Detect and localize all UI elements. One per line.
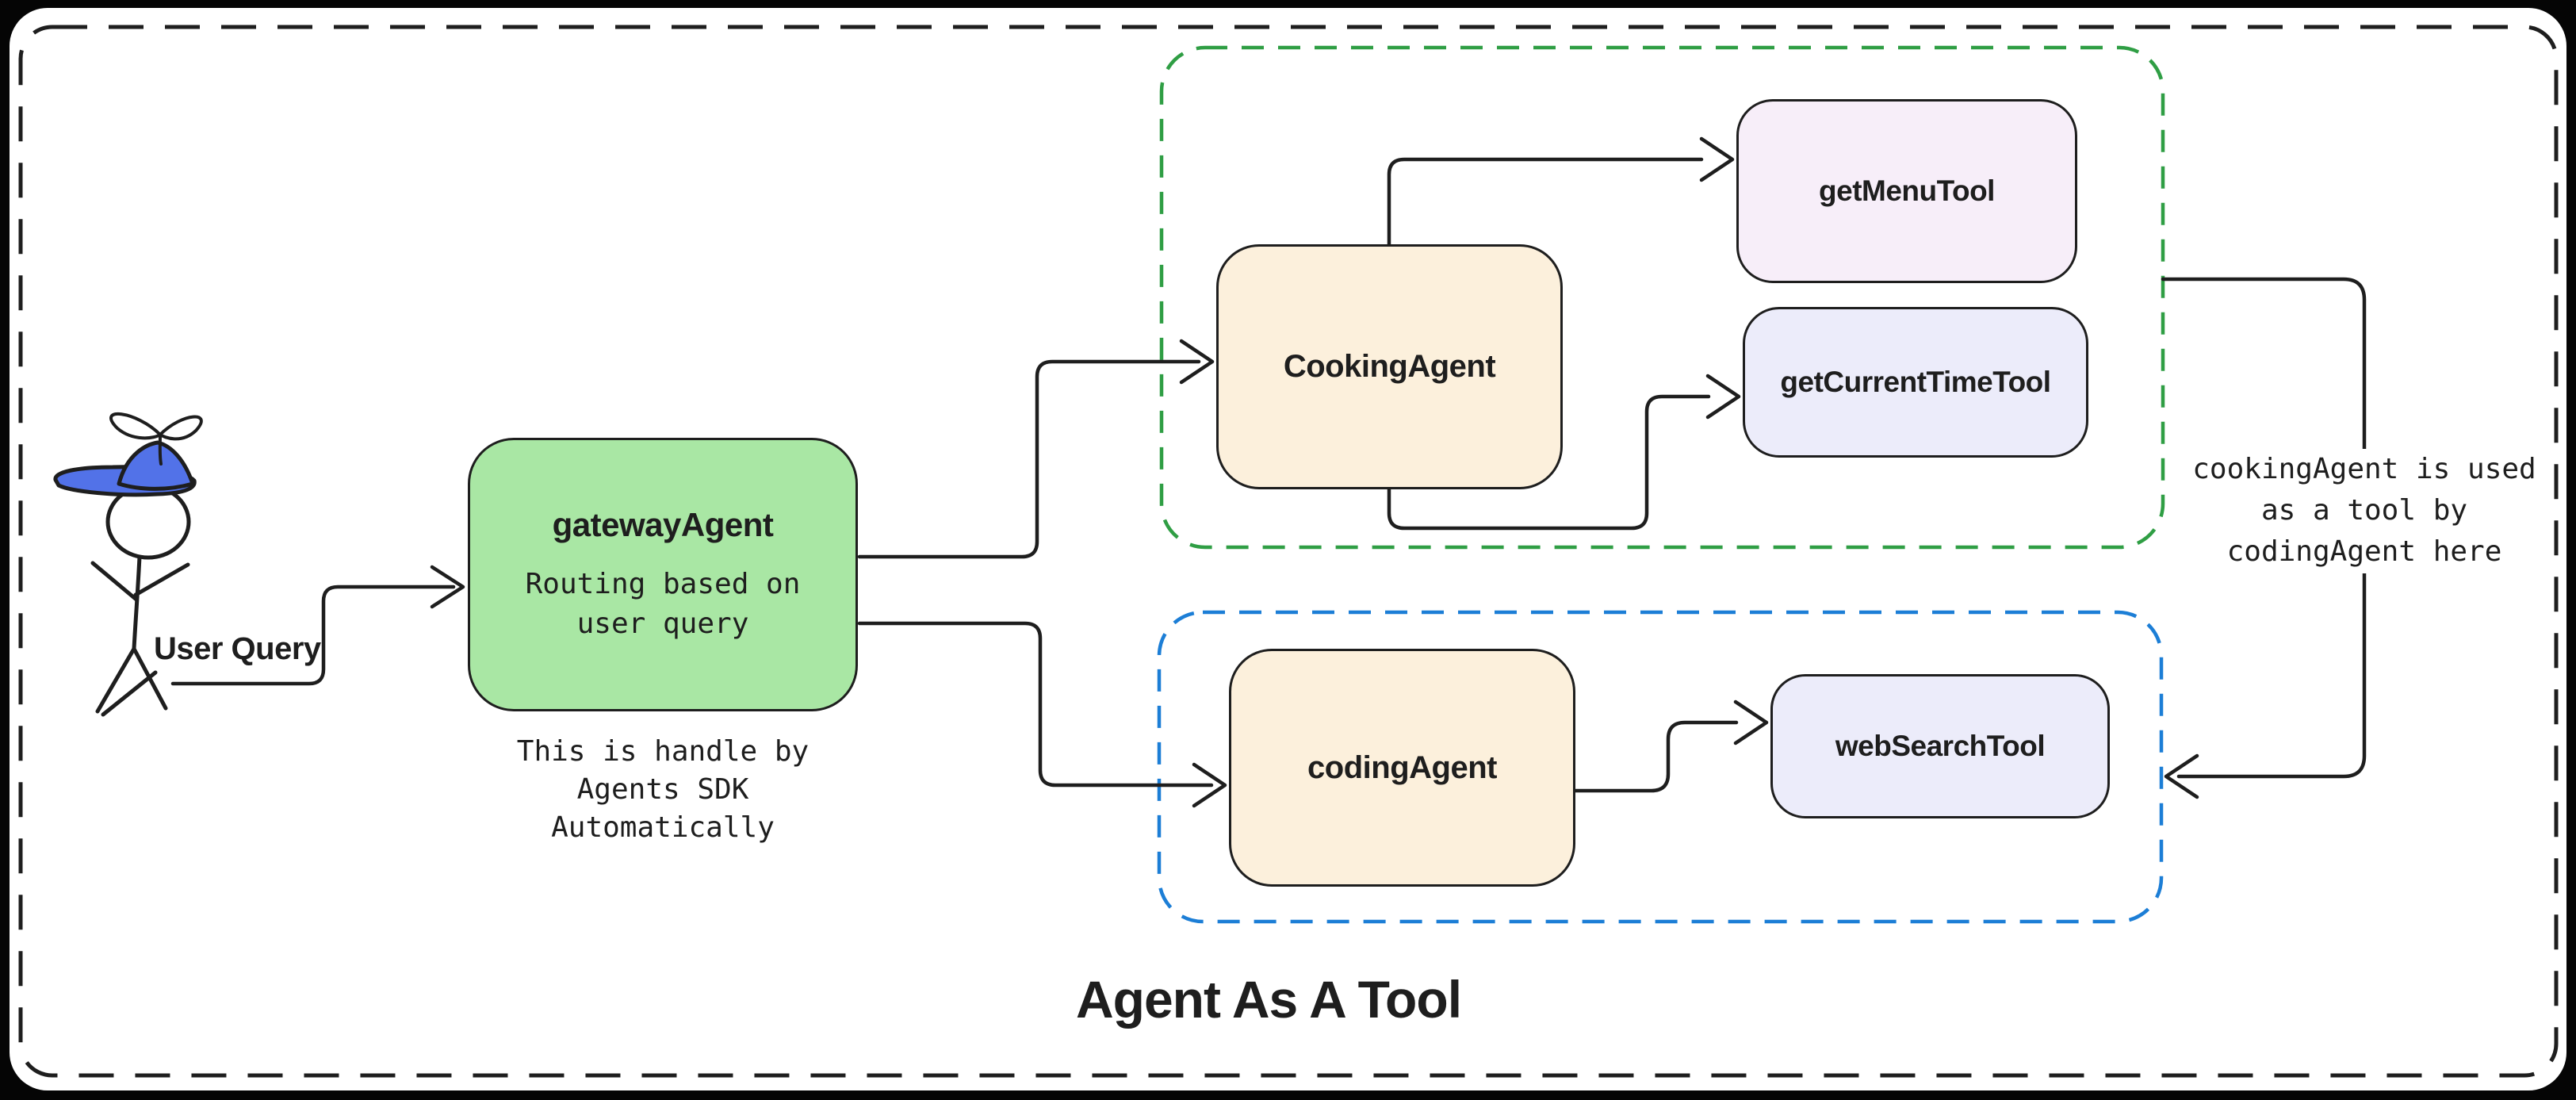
cooking-agent-label: CookingAgent bbox=[1283, 349, 1496, 384]
user-body bbox=[132, 554, 142, 651]
arrowhead-cooking-to-menutool bbox=[1699, 136, 1735, 182]
arrowhead-gateway-to-cooking bbox=[1179, 339, 1215, 385]
user-left-arm bbox=[90, 561, 139, 602]
user-stick-figure bbox=[53, 412, 203, 717]
user-leg-cross bbox=[101, 670, 158, 717]
get-menu-tool-node: getMenuTool bbox=[1736, 99, 2077, 283]
get-current-time-tool-label: getCurrentTimeTool bbox=[1780, 366, 2051, 398]
coding-agent-label: codingAgent bbox=[1307, 749, 1497, 785]
user-head bbox=[105, 484, 191, 560]
diagram-title: Agent As A Tool bbox=[1075, 970, 1462, 1029]
web-search-tool-node: webSearchTool bbox=[1770, 674, 2110, 818]
arrow-gateway-to-coding bbox=[857, 621, 1214, 788]
outer-dashed-border bbox=[18, 25, 2559, 1078]
cooking-as-tool-annotation: cookingAgent is used as a tool by coding… bbox=[2182, 449, 2547, 573]
web-search-tool-label: webSearchTool bbox=[1835, 730, 2046, 762]
user-right-arm bbox=[133, 562, 190, 597]
coding-group-container bbox=[1157, 610, 2164, 924]
arrow-cooking-to-timetool bbox=[1387, 394, 1711, 531]
get-menu-tool-label: getMenuTool bbox=[1819, 174, 1995, 207]
arrow-gateway-to-cooking bbox=[857, 359, 1201, 559]
cooking-group-container bbox=[1159, 45, 2165, 550]
gateway-agent-description: Routing based on user query bbox=[525, 567, 801, 640]
user-query-label: User Query bbox=[154, 631, 321, 666]
arrowhead-coding-to-websearch bbox=[1733, 699, 1769, 745]
user-propeller-right bbox=[159, 415, 203, 441]
user-cap-dome bbox=[117, 440, 195, 491]
arrowhead-user-to-gateway bbox=[430, 565, 465, 609]
gateway-agent-caption: This is handle by Agents SDK Automatical… bbox=[516, 735, 810, 845]
arrow-coding-to-websearch bbox=[1573, 720, 1739, 793]
arrow-cooking-to-menutool bbox=[1387, 157, 1704, 247]
coding-agent-node: codingAgent bbox=[1229, 649, 1575, 887]
user-left-leg bbox=[95, 646, 136, 714]
canvas-sheet bbox=[10, 8, 2566, 1090]
arrowhead-gateway-to-coding bbox=[1192, 762, 1227, 808]
get-current-time-tool-node: getCurrentTimeTool bbox=[1743, 307, 2088, 458]
arrowhead-cooking-to-timetool bbox=[1705, 374, 1741, 420]
arrowhead-cooking-as-tool-feedback bbox=[2164, 753, 2199, 799]
user-propeller-stem bbox=[158, 433, 163, 466]
arrow-user-to-gateway bbox=[170, 584, 456, 686]
gateway-agent-label: gatewayAgent bbox=[552, 505, 774, 543]
user-propeller-left bbox=[109, 412, 162, 440]
gateway-agent-node: gatewayAgent Routing based on user query bbox=[468, 438, 858, 711]
cooking-agent-node: CookingAgent bbox=[1216, 244, 1563, 489]
